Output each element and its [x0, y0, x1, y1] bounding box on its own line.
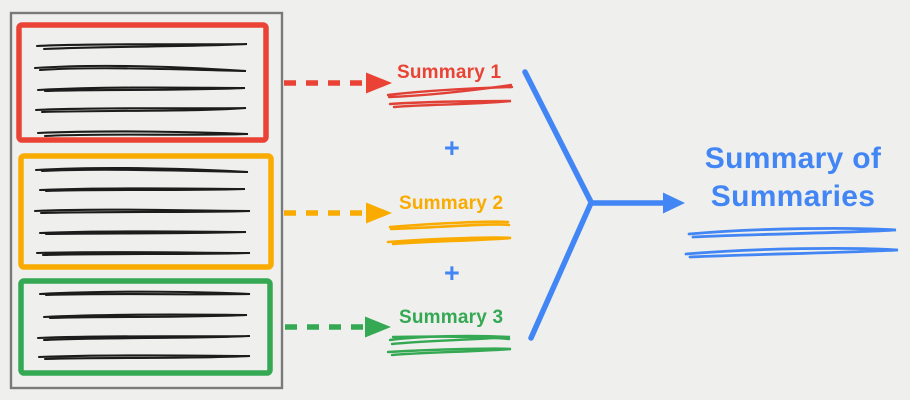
orange-dashed-arrow — [284, 202, 392, 224]
result-title-line1: Summary of — [704, 142, 882, 175]
merge-arrow — [522, 69, 685, 341]
plus-sign-1: + — [444, 133, 460, 163]
section-yellow-box — [18, 153, 274, 270]
summary3-label: Summary 3 — [399, 307, 504, 328]
section-red-scribble-lines — [33, 42, 249, 138]
plus-sign-2: + — [444, 258, 460, 288]
result-title-line2: Summaries — [710, 180, 876, 213]
section-green-scribble-lines — [36, 290, 251, 361]
red-dashed-arrow — [284, 72, 392, 94]
summary2-underline-scribble — [386, 220, 512, 246]
summary2-label: Summary 2 — [399, 193, 504, 214]
green-dashed-arrow — [285, 316, 391, 338]
section-yellow-scribble-lines — [33, 167, 251, 257]
summary1-underline-scribble — [386, 83, 514, 109]
section-green-box — [18, 278, 273, 376]
section-red-box — [16, 22, 269, 143]
source-document-frame — [9, 11, 284, 390]
summary1-label: Summary 1 — [397, 62, 502, 83]
summary3-underline-scribble — [386, 334, 512, 357]
result-underline-scribble — [684, 226, 899, 259]
result-title: Summary of Summaries — [664, 140, 910, 216]
